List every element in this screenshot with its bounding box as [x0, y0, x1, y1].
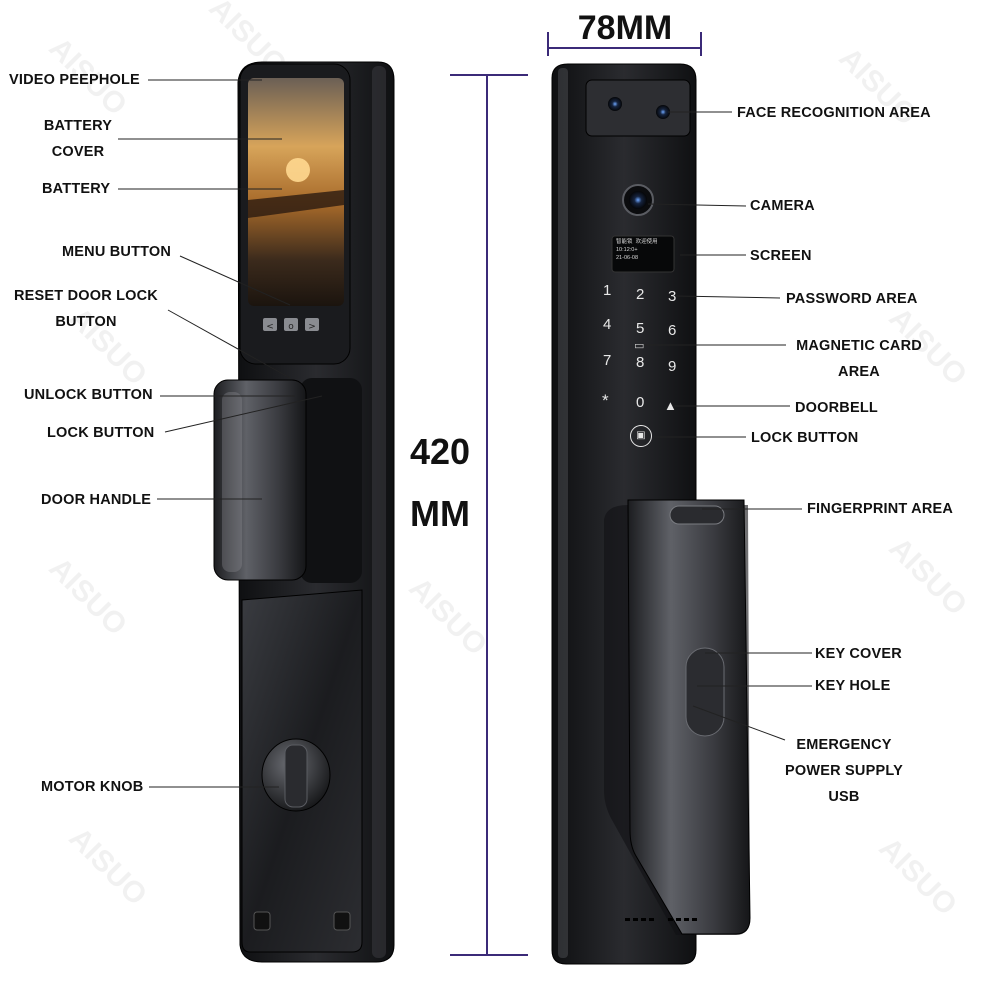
svg-text:o: o	[288, 322, 294, 332]
label-motor-knob: MOTOR KNOB	[41, 779, 144, 795]
label-emergency-line1: EMERGENCY	[796, 737, 892, 753]
label-key-hole: KEY HOLE	[815, 678, 891, 694]
keypad-key-0[interactable]: 0	[636, 394, 645, 411]
keypad-key-9[interactable]: 9	[668, 358, 677, 375]
svg-text:<: <	[266, 322, 274, 332]
label-reset-door-lock: RESET DOOR LOCK BUTTON	[6, 283, 166, 335]
dimension-lines	[450, 32, 702, 956]
keypad-key-5[interactable]: 5	[636, 320, 645, 337]
label-emergency-power-supply: EMERGENCY POWER SUPPLY USB	[774, 732, 914, 810]
card-icon: ▭	[634, 340, 645, 352]
label-battery-cover: BATTERY COVER	[38, 113, 118, 165]
label-lock-button-left: LOCK BUTTON	[47, 425, 155, 441]
leader-lines	[118, 79, 812, 788]
screen-text: 智能锁 欢迎使用 10:12:0+ 21-06-08	[616, 238, 672, 262]
front-lock	[551, 63, 751, 965]
screen-line2: 10:12:0+	[616, 247, 638, 253]
height-dimension-unit: MM	[410, 493, 470, 534]
label-key-cover: KEY COVER	[815, 646, 902, 662]
label-magnetic-card-line1: MAGNETIC CARD	[796, 338, 922, 354]
label-battery: BATTERY	[42, 181, 111, 197]
rear-lock: < o >	[213, 61, 395, 963]
menu-right-button[interactable]	[305, 318, 319, 331]
label-video-peephole: VIDEO PEEPHOLE	[9, 72, 140, 88]
screen-line3: 21-06-08	[616, 255, 639, 261]
label-fingerprint-area: FINGERPRINT AREA	[807, 501, 954, 517]
label-lock-button-right: LOCK BUTTON	[751, 430, 859, 446]
motor-knob[interactable]	[284, 744, 308, 808]
label-door-handle: DOOR HANDLE	[41, 492, 152, 508]
door-handle[interactable]	[213, 379, 307, 581]
label-magnetic-card-line2: AREA	[838, 364, 880, 380]
menu-center-button[interactable]	[284, 318, 298, 331]
label-reset-door-lock-line1: RESET DOOR LOCK	[14, 288, 158, 304]
label-emergency-line2: POWER SUPPLY	[785, 763, 903, 779]
width-dimension: 78MM	[577, 9, 673, 47]
label-battery-cover-line1: BATTERY	[43, 118, 113, 134]
keypad-key-1[interactable]: 1	[603, 282, 612, 299]
keypad-key-8[interactable]: 8	[636, 354, 645, 371]
camera-lens	[629, 191, 647, 209]
menu-left-button[interactable]	[263, 318, 277, 331]
label-magnetic-card-area: MAGNETIC CARD AREA	[786, 333, 932, 385]
label-reset-door-lock-line2: BUTTON	[55, 314, 117, 330]
screen-line1b: 欢迎使用	[635, 239, 658, 245]
label-menu-button: MENU BUTTON	[62, 244, 172, 260]
label-unlock-button: UNLOCK BUTTON	[24, 387, 153, 403]
keypad-key-2[interactable]: 2	[636, 286, 645, 303]
keypad-key-6[interactable]: 6	[668, 322, 677, 339]
keypad-key-star[interactable]: *	[602, 391, 609, 410]
small-screen	[611, 235, 675, 273]
height-dimension-value: 420	[409, 431, 471, 472]
label-emergency-line3: USB	[828, 789, 860, 805]
key-cover[interactable]	[685, 647, 725, 737]
label-password-area: PASSWORD AREA	[786, 291, 918, 307]
screen-line1a: 智能锁	[616, 239, 633, 245]
fingerprint-sensor[interactable]	[669, 505, 725, 525]
bell-icon[interactable]: ▲	[664, 398, 678, 413]
keypad-key-3[interactable]: 3	[668, 288, 677, 305]
svg-text:>: >	[308, 322, 316, 332]
keypad-key-4[interactable]: 4	[603, 316, 612, 333]
display-screen	[248, 78, 344, 306]
label-camera: CAMERA	[750, 198, 815, 214]
label-doorbell: DOORBELL	[795, 400, 878, 416]
face-recognition-area	[585, 79, 691, 137]
label-face-recognition-area: FACE RECOGNITION AREA	[737, 105, 931, 121]
keypad-key-7[interactable]: 7	[603, 352, 612, 369]
lock-icon[interactable]: ▣	[630, 425, 652, 447]
label-screen: SCREEN	[750, 248, 812, 264]
label-battery-cover-line2: COVER	[51, 144, 105, 160]
